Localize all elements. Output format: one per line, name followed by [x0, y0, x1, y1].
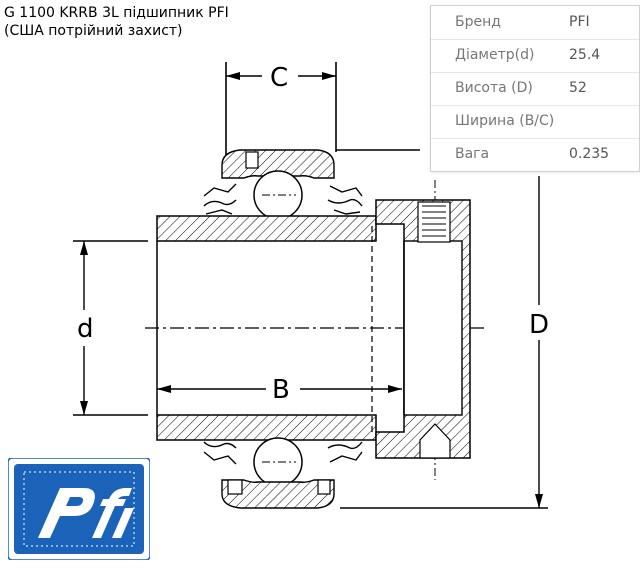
product-title-line2: (США потрійний захист): [4, 23, 183, 39]
spec-label: Висота (D): [455, 80, 533, 96]
pfi-logo: [7, 457, 151, 561]
spec-row-height: Висота (D) 52: [431, 72, 639, 106]
seal-bottom: [203, 441, 363, 465]
inner-ring-top: [156, 215, 377, 242]
spec-label: Вага: [455, 146, 490, 162]
spec-row-weight: Вага 0.235: [431, 138, 639, 171]
dimension-big-d: D: [336, 149, 549, 509]
outer-ring-bottom: [221, 479, 335, 509]
locking-collar: [375, 199, 471, 459]
spec-value: 52: [569, 80, 587, 96]
ball-bottom: [253, 437, 303, 487]
spec-row-diameter: Діаметр(d) 25.4: [431, 39, 639, 73]
spec-row-brand: Бренд PFI: [431, 6, 639, 40]
dimension-b-label: B: [272, 375, 290, 405]
spec-table: Бренд PFI Діаметр(d) 25.4 Висота (D) 52 …: [430, 5, 640, 172]
spec-label: Діаметр(d): [455, 47, 535, 63]
seal-top: [203, 183, 363, 215]
product-title-line1: G 1100 KRRB 3L підшипник PFI: [4, 5, 229, 21]
dimension-c: C: [225, 62, 337, 160]
dimension-b: B: [157, 375, 402, 405]
spec-value: 25.4: [569, 47, 601, 63]
product-title: G 1100 KRRB 3L підшипник PFI (США потрій…: [4, 4, 229, 40]
spec-row-width: Ширина (B/C): [431, 105, 639, 139]
dimension-d: d: [73, 240, 148, 416]
dimension-big-d-label: D: [529, 310, 549, 340]
spec-label: Бренд: [455, 14, 501, 30]
inner-ring-bottom: [156, 414, 377, 441]
outer-ring-top: [221, 149, 335, 179]
dimension-c-label: C: [270, 63, 288, 93]
ball-top: [253, 170, 303, 220]
spec-value: 0.235: [569, 146, 610, 162]
dimension-d-label: d: [77, 314, 94, 344]
spec-value: PFI: [569, 14, 590, 30]
spec-label: Ширина (B/C): [455, 113, 555, 129]
